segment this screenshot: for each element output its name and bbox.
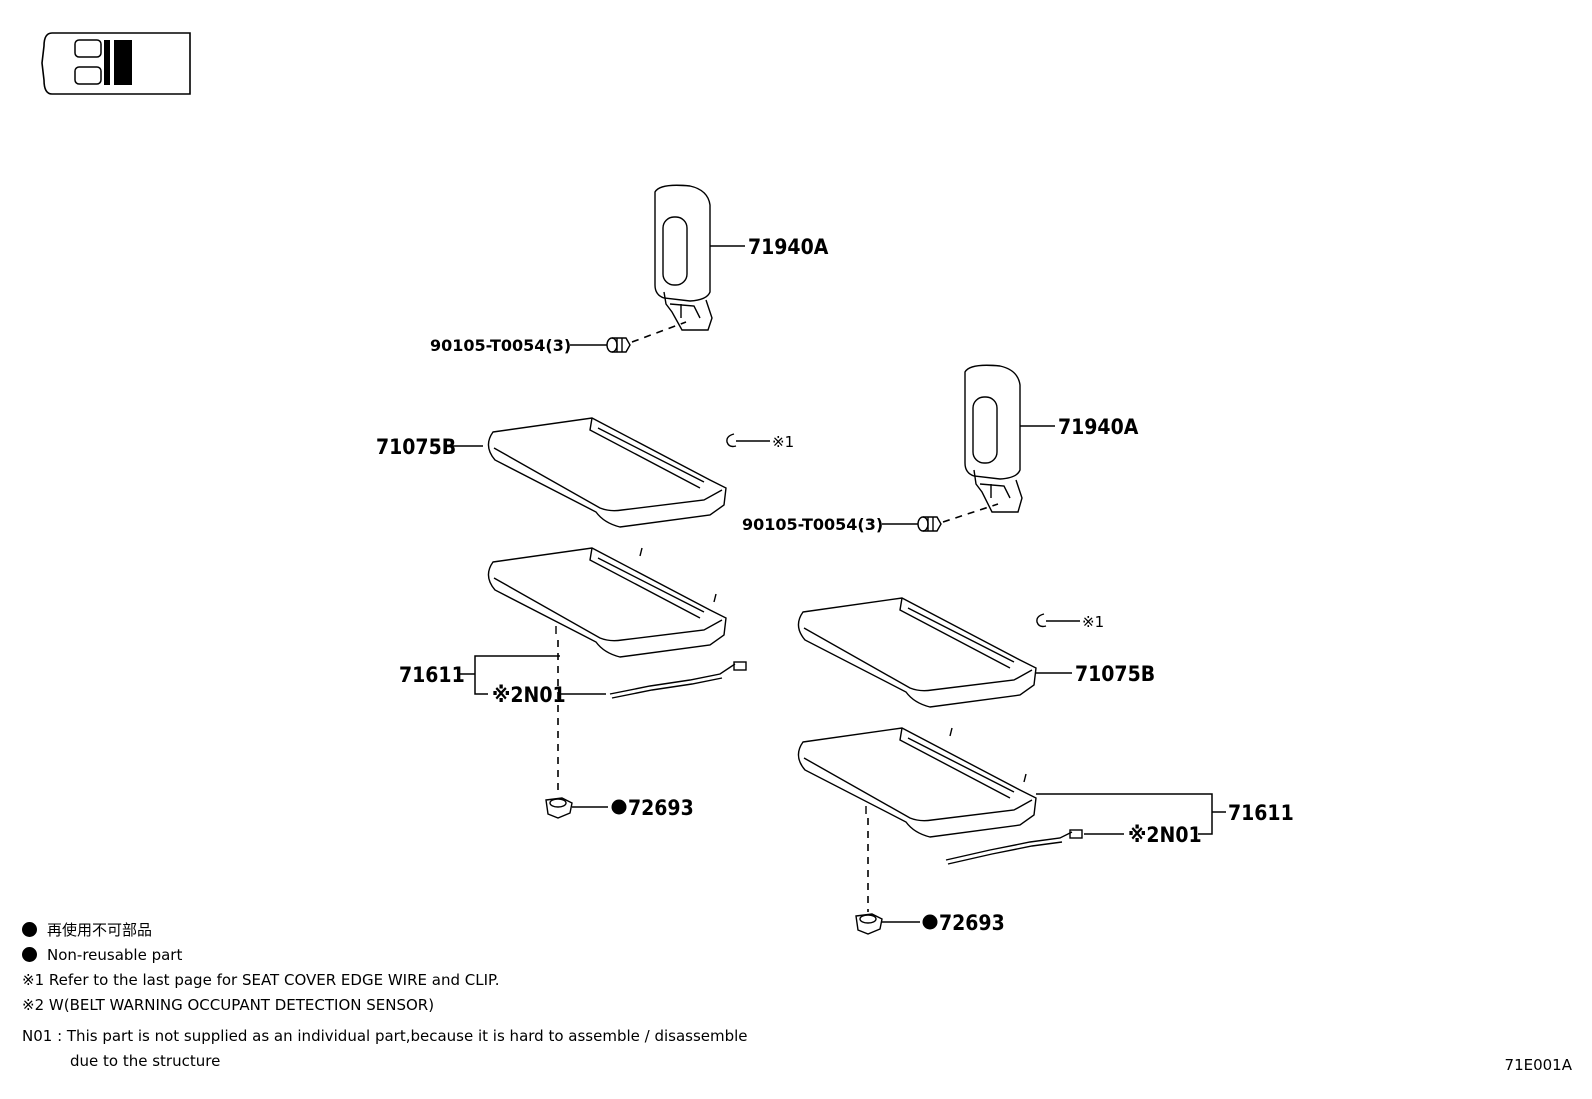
legend-nonreusable-jp: 再使用不可部品	[47, 921, 153, 939]
callout-headrest-a: 71940A	[748, 235, 829, 259]
vehicle-position-icon	[41, 32, 191, 95]
seat-pad-b-drawing	[797, 727, 1037, 838]
callout-headrest-b: 71940A	[1058, 415, 1139, 439]
callout-clip-a: 72693	[628, 796, 694, 820]
legend-note-1: ※1 Refer to the last page for SEAT COVER…	[22, 971, 500, 989]
callout-pad-b: 71611	[1228, 801, 1294, 825]
edge-wire-b-icon	[1036, 613, 1080, 628]
bullet-dot-icon	[22, 947, 37, 962]
bullet-dot-icon	[922, 914, 938, 930]
bolt-a-drawing	[606, 337, 631, 353]
legend-note-2: ※2 W(BELT WARNING OCCUPANT DETECTION SEN…	[22, 996, 435, 1014]
bullet-dot-icon	[611, 799, 627, 815]
seat-cover-b-drawing	[797, 597, 1037, 708]
sensor-a-drawing	[609, 661, 747, 699]
legend-note-3-line2: due to the structure	[70, 1052, 221, 1070]
callout-sensor-a: ※2N01	[492, 683, 566, 707]
page-code: 71E001A	[1504, 1056, 1572, 1074]
edge-wire-a-icon	[726, 433, 770, 448]
sensor-b-drawing	[945, 829, 1083, 865]
clip-b-drawing	[855, 913, 883, 935]
callout-cover-b: 71075B	[1075, 662, 1155, 686]
headrest-b-drawing	[964, 364, 1023, 513]
legend-note-3-line1: N01 : This part is not supplied as an in…	[22, 1027, 748, 1045]
callout-bolt-a: 90105-T0054(3)	[430, 336, 571, 355]
callout-wire-a: ※1	[772, 433, 794, 451]
legend-row-jp: 再使用不可部品	[22, 918, 748, 943]
legend-nonreusable-en: Non-reusable part	[47, 946, 183, 964]
callout-cover-a: 71075B	[376, 435, 456, 459]
seat-pad-a-drawing	[487, 547, 727, 658]
callout-pad-a: 71611	[399, 663, 465, 687]
callout-bolt-b: 90105-T0054(3)	[742, 515, 883, 534]
seat-cover-a-drawing	[487, 417, 727, 528]
bullet-dot-icon	[22, 922, 37, 937]
callout-clip-b: 72693	[939, 911, 1005, 935]
legend: 再使用不可部品 Non-reusable part ※1 Refer to th…	[22, 918, 748, 1074]
headrest-a-drawing	[654, 184, 713, 331]
bolt-b-drawing	[917, 516, 942, 532]
callout-sensor-b: ※2N01	[1128, 823, 1202, 847]
clip-a-drawing	[545, 797, 573, 819]
callout-wire-b: ※1	[1082, 613, 1104, 631]
legend-row-en: Non-reusable part	[22, 943, 748, 968]
